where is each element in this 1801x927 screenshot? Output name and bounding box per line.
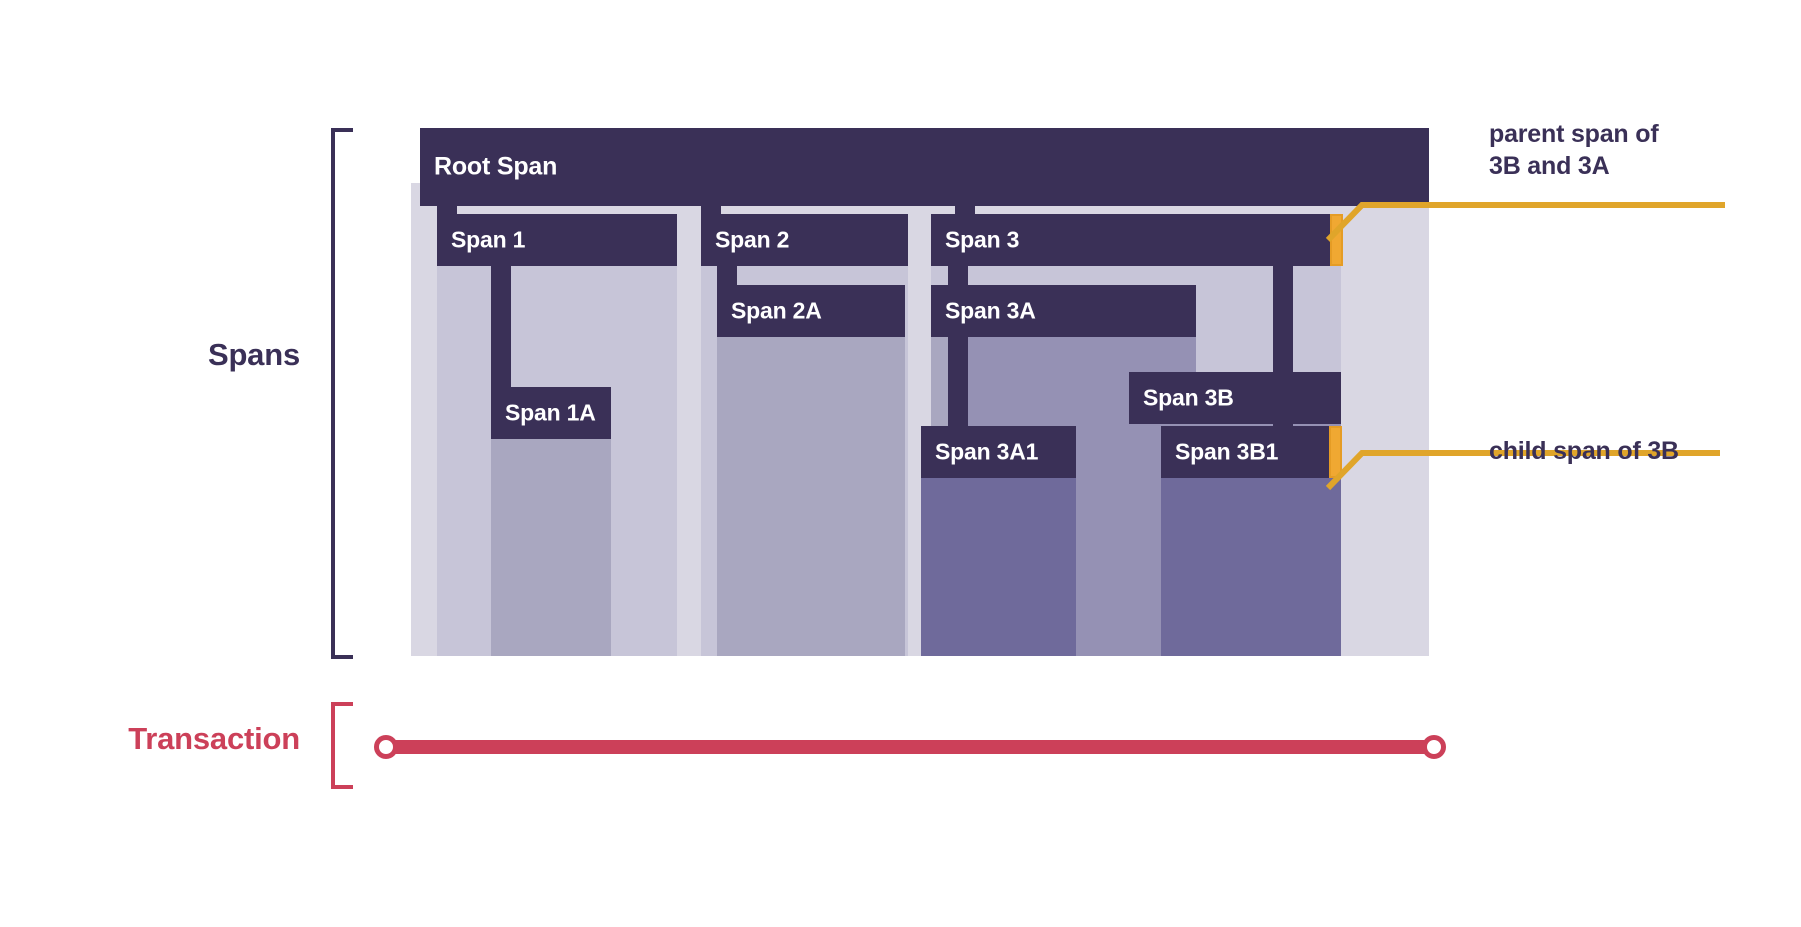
span-bar-span-2a[interactable]: Span 2A [717, 285, 905, 337]
span-label-span-3: Span 3 [945, 226, 1020, 253]
span-bar-span-1a[interactable]: Span 1A [491, 387, 611, 439]
transaction-bar[interactable] [388, 740, 1432, 754]
span-bar-span-3a1[interactable]: Span 3A1 [921, 426, 1076, 478]
span-bar-span-3a[interactable]: Span 3A [931, 285, 1196, 337]
callout-child-span-label: child span of 3B [1489, 437, 1679, 465]
spans-label: Spans [207, 337, 300, 372]
span-bar-root-span[interactable]: Root Span [420, 128, 1429, 206]
span-bar-span-1[interactable]: Span 1 [437, 214, 677, 266]
parent-span-marker-icon [1330, 214, 1343, 266]
transaction-end-dot-icon [1422, 735, 1446, 759]
connector-span3a-to-span3a1 [948, 337, 968, 426]
callout-parent-span-label: parent span of 3B and 3A [1489, 120, 1659, 180]
connector-span1-to-span1a [491, 266, 511, 413]
span-bar-span-2[interactable]: Span 2 [701, 214, 908, 266]
spans-chart: Root Span Span 1 Span 1A Span 2 Span 2A … [411, 128, 1429, 656]
transaction-bracket [331, 702, 353, 789]
span-label-span-3a1: Span 3A1 [935, 438, 1039, 465]
span-label-span-3b: Span 3B [1143, 384, 1234, 411]
transaction-timeline [370, 727, 1450, 767]
child-span-marker-icon [1329, 426, 1342, 478]
span-body-span-3b1 [1161, 452, 1341, 656]
span-body-span-2a [717, 330, 905, 656]
span-bar-span-3b[interactable]: Span 3B [1129, 372, 1341, 424]
span-bar-span-3b1[interactable]: Span 3B1 [1161, 426, 1341, 478]
spans-bracket [331, 128, 353, 659]
transaction-start-dot-icon [374, 735, 398, 759]
span-label-span-1: Span 1 [451, 226, 526, 253]
span-label-span-2: Span 2 [715, 226, 790, 253]
span-label-span-3b1: Span 3B1 [1175, 438, 1279, 465]
span-bar-span-3[interactable]: Span 3 [931, 214, 1341, 266]
span-label-span-3a: Span 3A [945, 297, 1036, 324]
transaction-label: Transaction [128, 721, 300, 756]
span-body-span-1a [491, 413, 611, 656]
span-label-span-1a: Span 1A [505, 399, 596, 426]
span-label-root-span: Root Span [434, 152, 558, 181]
span-label-span-2a: Span 2A [731, 297, 822, 324]
